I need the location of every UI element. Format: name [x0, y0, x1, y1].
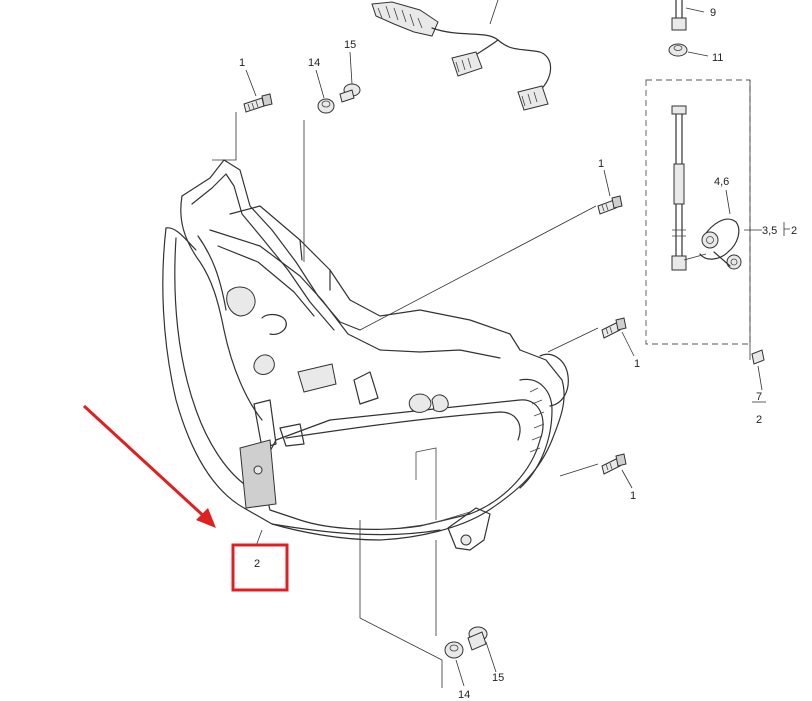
callout-1-right-mid: 1	[634, 358, 640, 370]
bolt-top-left	[243, 69, 273, 113]
bolt-right-upper	[597, 169, 623, 215]
screw-top	[339, 51, 361, 103]
callout-11: 11	[712, 52, 723, 64]
callout-2-sub: 2	[756, 414, 762, 426]
callout-1-top-left: 1	[239, 57, 245, 69]
callout-15-top: 15	[344, 39, 356, 51]
adjuster-assembly	[645, 0, 790, 403]
headlight-assembly	[162, 159, 569, 551]
callout-14-top: 14	[308, 57, 320, 69]
callout-15-bottom: 15	[492, 672, 504, 684]
grommet-top	[315, 69, 335, 114]
bolt-right-mid	[601, 317, 635, 357]
callouts: 9 11 15 14 1 1 4,6 3,5 2 1 7 2 1 2 14 15	[239, 7, 797, 701]
callout-3-5: 3,5	[762, 225, 777, 237]
projection-lines	[212, 112, 599, 688]
callout-1-right-upper: 1	[598, 158, 604, 170]
callout-2-headlight: 2	[254, 558, 260, 570]
callout-14-bottom: 14	[458, 689, 470, 701]
grommet-bottom	[444, 641, 465, 687]
highlight-arrow-shaft	[82, 404, 210, 522]
highlight-box	[231, 543, 289, 592]
highlight-annotation	[82, 404, 289, 592]
screw-bottom	[467, 626, 497, 673]
highlight-arrow-head	[196, 508, 216, 528]
callout-7: 7	[756, 391, 762, 403]
callout-2-right: 2	[791, 225, 797, 237]
callout-4-6: 4,6	[714, 176, 729, 188]
bolt-right-low	[601, 453, 633, 489]
wiring-harness	[371, 0, 552, 111]
callout-1-right-low: 1	[630, 490, 636, 502]
callout-9: 9	[710, 7, 716, 19]
